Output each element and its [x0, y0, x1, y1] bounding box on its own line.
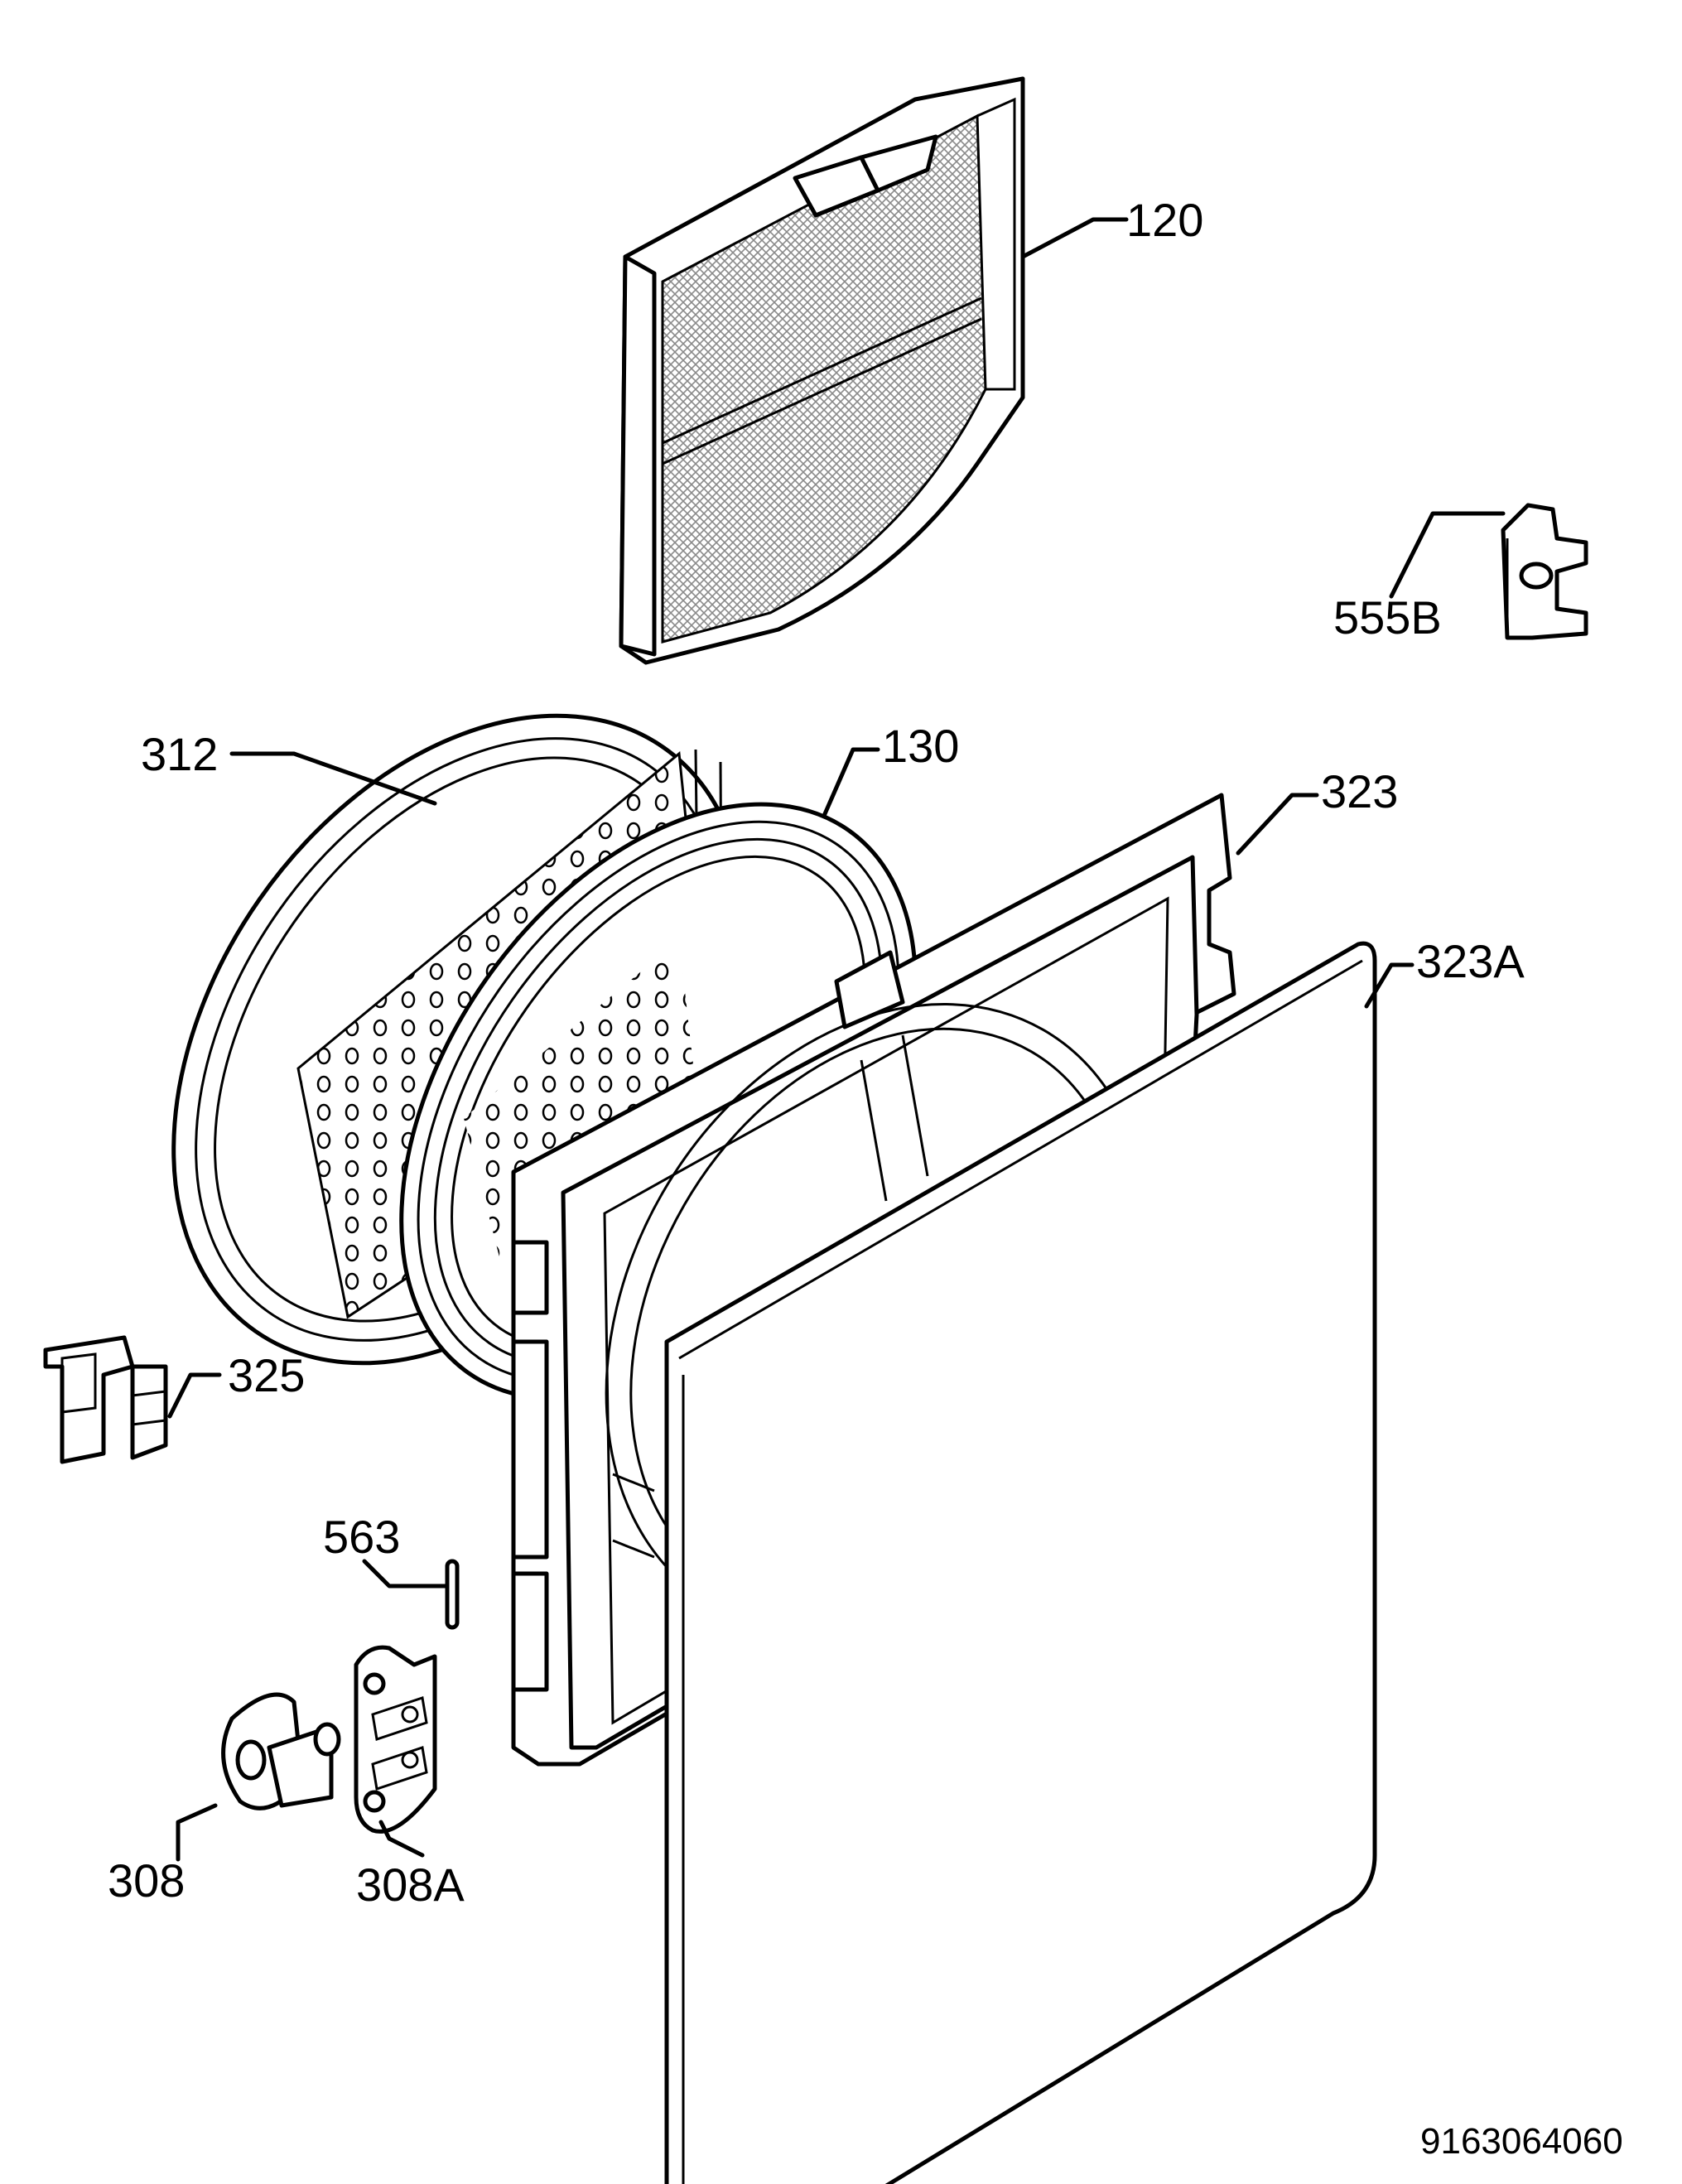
leader-308a — [378, 1820, 425, 1858]
part-555b-clip — [1501, 503, 1588, 640]
leader-120 — [1020, 217, 1129, 259]
label-563: 563 — [323, 1511, 400, 1563]
label-323: 323 — [1321, 765, 1398, 817]
leader-lines — [167, 217, 1506, 1862]
leader-323 — [1236, 793, 1319, 856]
label-308: 308 — [108, 1854, 185, 1907]
label-120: 120 — [1126, 194, 1203, 246]
label-555b: 555B — [1333, 591, 1442, 644]
part-325-lock-catch — [43, 1335, 168, 1464]
label-323a: 323A — [1416, 935, 1525, 987]
label-308a: 308A — [356, 1859, 465, 1911]
label-130: 130 — [882, 720, 959, 772]
part-308a-hinge-plate — [354, 1645, 437, 1834]
part-308-hinge — [221, 1692, 341, 1810]
label-312: 312 — [141, 728, 218, 780]
label-325: 325 — [228, 1349, 305, 1401]
leader-312 — [229, 751, 437, 806]
leader-325 — [167, 1372, 222, 1419]
leader-323a — [1364, 962, 1415, 1009]
leader-563 — [362, 1559, 450, 1589]
leader-130 — [822, 747, 880, 818]
part-labels: 120 555B 312 130 323 323A 325 563 308 30… — [108, 194, 1525, 1911]
leader-555b — [1389, 511, 1506, 599]
part-120-lint-filter — [619, 76, 1025, 665]
document-number: 9163064060 — [1420, 2121, 1623, 2162]
part-323a-door-panel — [664, 941, 1377, 2184]
part-563-pin — [445, 1559, 460, 1630]
leader-308 — [176, 1803, 218, 1862]
